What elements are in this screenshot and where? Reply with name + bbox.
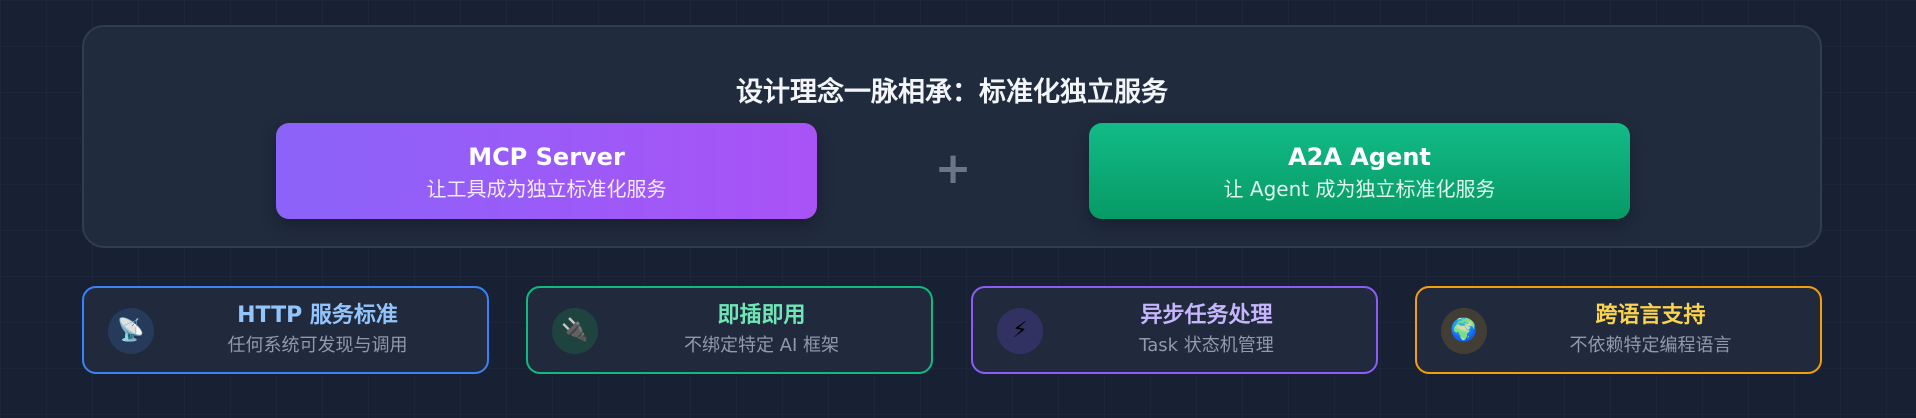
plug-icon: 🔌 (552, 308, 598, 354)
mcp-server-title: MCP Server (468, 143, 625, 171)
a2a-agent-title: A2A Agent (1288, 143, 1431, 171)
feature-card-plug-and-play: 🔌 即插即用 不绑定特定 AI 框架 (526, 286, 933, 374)
feature-card-http-standard: 📡 HTTP 服务标准 任何系统可发现与调用 (82, 286, 489, 374)
a2a-agent-card: A2A Agent 让 Agent 成为独立标准化服务 (1089, 123, 1630, 219)
feature-card-cross-language: 🌍 跨语言支持 不依赖特定编程语言 (1415, 286, 1822, 374)
feature-description: 不绑定特定 AI 框架 (683, 335, 840, 356)
feature-text: HTTP 服务标准 任何系统可发现与调用 (164, 302, 471, 358)
a2a-agent-subtitle: 让 Agent 成为独立标准化服务 (1223, 177, 1496, 201)
feature-title: HTTP 服务标准 (237, 303, 398, 328)
feature-card-async-tasks: ⚡ 异步任务处理 Task 状态机管理 (971, 286, 1378, 374)
feature-text: 跨语言支持 不依赖特定编程语言 (1497, 302, 1804, 358)
feature-description: 不依赖特定编程语言 (1569, 335, 1732, 356)
feature-description: Task 状态机管理 (1139, 335, 1274, 356)
plus-icon: + (934, 143, 972, 194)
design-philosophy-panel: 设计理念一脉相承：标准化独立服务 MCP Server 让工具成为独立标准化服务… (82, 25, 1822, 248)
feature-text: 即插即用 不绑定特定 AI 框架 (608, 302, 915, 358)
panel-title: 设计理念一脉相承：标准化独立服务 (736, 77, 1168, 108)
feature-title: 异步任务处理 (1140, 303, 1273, 328)
mcp-server-subtitle: 让工具成为独立标准化服务 (426, 177, 667, 201)
feature-description: 任何系统可发现与调用 (227, 335, 408, 356)
mcp-server-card: MCP Server 让工具成为独立标准化服务 (276, 123, 817, 219)
globe-icon: 🌍 (1441, 308, 1487, 354)
satellite-dish-icon: 📡 (108, 308, 154, 354)
lightning-icon: ⚡ (997, 308, 1043, 354)
feature-text: 异步任务处理 Task 状态机管理 (1053, 302, 1360, 358)
feature-title: 跨语言支持 (1595, 303, 1706, 328)
feature-title: 即插即用 (717, 303, 806, 328)
